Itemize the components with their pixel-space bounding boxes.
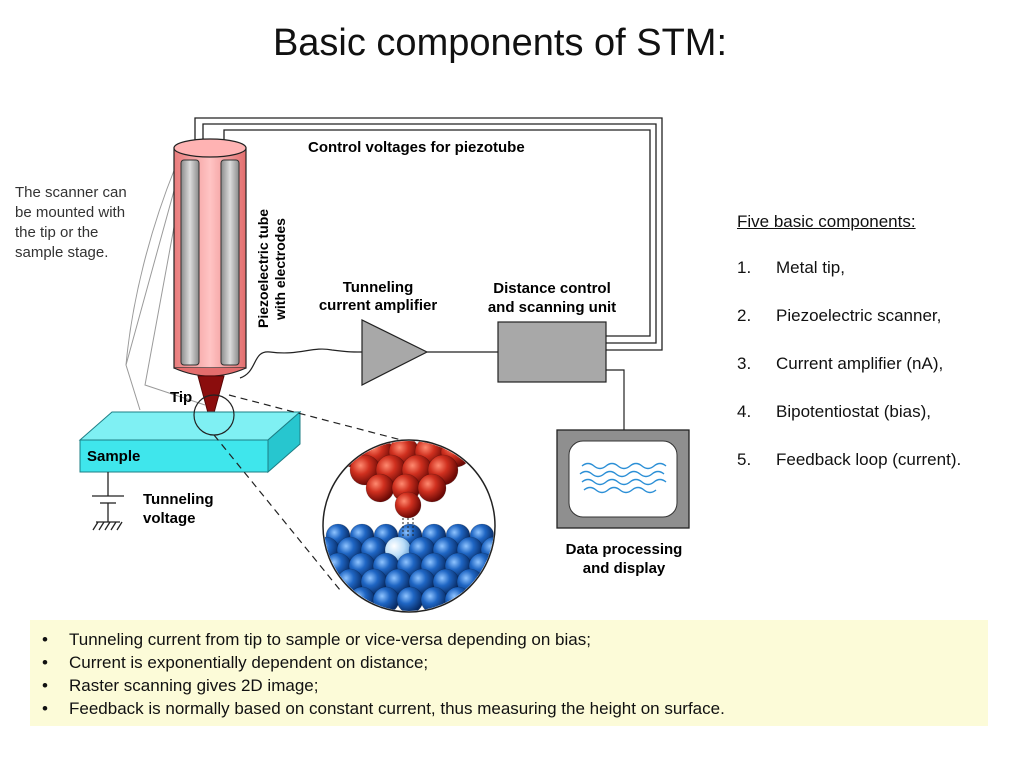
bullet-icon: •	[42, 630, 48, 649]
component-item: 2. Piezoelectric scanner,	[737, 306, 961, 354]
sample-atom	[324, 568, 340, 596]
tip-label: Tip	[170, 389, 192, 406]
summary-text: Tunneling current from tip to sample or …	[69, 630, 591, 649]
display-label-line2: and display	[583, 560, 666, 577]
tip-atom	[365, 473, 395, 503]
component-item: 5. Feedback loop (current).	[737, 450, 961, 498]
display-scan-lines	[579, 462, 667, 494]
amplifier-label-line1: Tunneling	[343, 279, 414, 296]
distance-label-line1: Distance control	[493, 280, 611, 297]
sample-slab	[78, 410, 302, 474]
summary-list: • Tunneling current from tip to sample or…	[30, 620, 988, 720]
piezo-tube	[173, 138, 247, 377]
summary-text: Raster scanning gives 2D image;	[69, 676, 319, 695]
component-number: 3.	[737, 354, 752, 373]
control-voltage-wires	[194, 117, 663, 351]
component-item: 3. Current amplifier (nA),	[737, 354, 961, 402]
component-number: 4.	[737, 402, 752, 421]
slide-title: Basic components of STM:	[272, 22, 728, 64]
summary-item: • Current is exponentially dependent on d…	[42, 651, 988, 674]
summary-text: Current is exponentially dependent on di…	[69, 653, 429, 672]
piezo-label-line2: with electrodes	[272, 218, 288, 321]
tip-signal-wire	[239, 348, 363, 379]
summary-item: • Raster scanning gives 2D image;	[42, 674, 988, 697]
summary-item: • Tunneling current from tip to sample or…	[42, 628, 988, 651]
scanner-note: The scanner can be mounted with the tip …	[15, 184, 127, 261]
voltage-label-line2: voltage	[143, 510, 196, 527]
amplifier-label-line2: current amplifier	[319, 297, 438, 314]
component-text: Current amplifier (nA),	[776, 354, 944, 373]
components-list: 1. Metal tip, 2. Piezoelectric scanner, 3. Cu…	[737, 258, 961, 498]
components-heading: Five basic components:	[737, 212, 916, 231]
bias-circuit	[92, 472, 124, 531]
current-amplifier	[361, 319, 429, 386]
voltage-label-line1: Tunneling	[143, 491, 214, 508]
sample-atom	[396, 586, 424, 611]
sample-atom	[324, 586, 352, 611]
component-text: Bipotentiostat (bias),	[776, 402, 931, 421]
tip-atom	[394, 491, 422, 519]
summary-text: Feedback is normally based on constant c…	[69, 699, 725, 718]
sample-atom	[468, 586, 494, 611]
summary-box: • Tunneling current from tip to sample or…	[30, 620, 988, 726]
sample-atom	[444, 586, 472, 611]
component-number: 2.	[737, 306, 752, 325]
distance-label-line2: and scanning unit	[488, 299, 616, 316]
distance-control-box	[497, 321, 607, 383]
sample-atom	[480, 568, 494, 596]
component-number: 5.	[737, 450, 752, 469]
piezo-label-line1: Piezoelectric tube	[255, 209, 271, 328]
component-item: 4. Bipotentiostat (bias),	[737, 402, 961, 450]
component-text: Piezoelectric scanner,	[776, 306, 942, 325]
metal-tip	[197, 375, 225, 426]
component-number: 1.	[737, 258, 752, 277]
display-monitor	[556, 429, 690, 529]
left-electrode	[180, 159, 200, 366]
component-text: Feedback loop (current).	[776, 450, 962, 469]
display-label-line1: Data processing	[566, 541, 683, 558]
control-voltage-label: Control voltages for piezotube	[308, 139, 525, 156]
bullet-icon: •	[42, 699, 48, 718]
bullet-icon: •	[42, 676, 48, 695]
component-text: Metal tip,	[776, 258, 845, 277]
scanner-mount-outline	[125, 157, 206, 411]
sample-label: Sample	[87, 448, 140, 465]
zoom-line-bottom	[213, 434, 341, 591]
bullet-icon: •	[42, 653, 48, 672]
right-electrode	[220, 159, 240, 366]
atomic-zoom	[322, 439, 496, 613]
control-to-display-wire	[606, 369, 625, 430]
tip-atom	[417, 473, 447, 503]
summary-item: • Feedback is normally based on constant …	[42, 697, 988, 720]
component-item: 1. Metal tip,	[737, 258, 961, 306]
sample-atom	[420, 586, 448, 611]
